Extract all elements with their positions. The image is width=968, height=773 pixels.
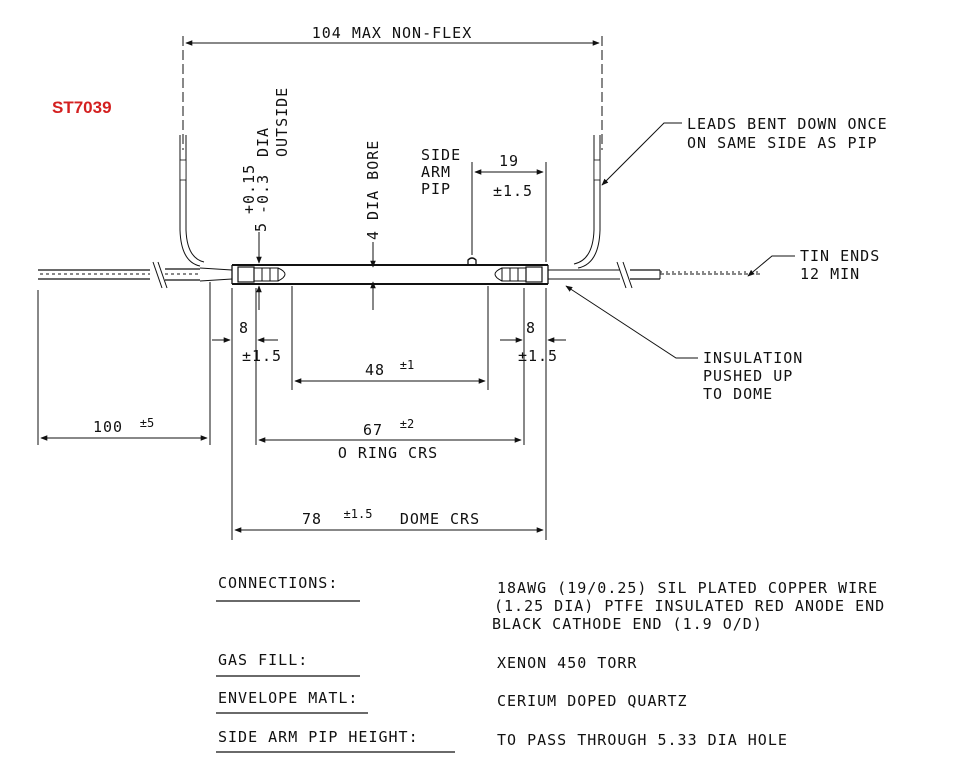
spec-label: SIDE ARM PIP HEIGHT: [218,728,419,746]
lead-length-value: 100 [93,418,123,436]
spec-value-line: (1.25 DIA) PTFE INSULATED RED ANODE END [494,597,885,615]
oring-tol: ±2 [400,417,414,431]
outside-dia-tol-minus: -0.3 [254,174,272,214]
left-end-dimension: 8 ±1.5 [212,319,282,365]
bore-length-dimension: 48 ±1 [294,358,486,384]
insulation-callout: INSULATION PUSHED UP TO DOME [565,285,803,403]
spec-value-line: BLACK CATHODE END (1.9 O/D) [492,615,763,633]
tin-ends-line-1: TIN ENDS [800,247,880,265]
insulation-line-1: INSULATION [703,349,803,367]
tin-ends-callout: TIN ENDS 12 MIN [747,247,880,283]
insulation-line-3: TO DOME [703,385,773,403]
dome-dimension: 78 ±1.5 DOME CRS [234,507,544,533]
outside-dia-label2: OUTSIDE [273,87,291,157]
bent-leads [179,135,601,269]
oring-value: 67 [363,421,383,439]
insulation-line-2: PUSHED UP [703,367,793,385]
spec-label: GAS FILL: [218,651,308,669]
left-end-value: 8 [239,319,249,337]
spec-value-line: CERIUM DOPED QUARTZ [497,692,688,710]
right-end-tol: ±1.5 [518,347,558,365]
spec-table: CONNECTIONS: 18AWG (19/0.25) SIL PLATED … [216,574,885,753]
outside-dia-label: DIA [254,127,272,157]
side-arm-pip-line-1: SIDE [421,146,461,164]
oring-label: O RING CRS [338,444,438,462]
bore-dimension: 4 DIA BORE [364,140,382,310]
left-end-tol: ±1.5 [242,347,282,365]
outside-dia-dimension: 5 +0.15 -0.3 DIA OUTSIDE [240,87,291,310]
spec-value-line: XENON 450 TORR [497,654,637,672]
oring-dimension: 67 ±2 O RING CRS [258,417,522,462]
tin-ends-line-2: 12 MIN [800,265,860,283]
side-arm-pip-line-2: ARM [421,163,451,181]
extension-lines [37,282,547,540]
leads-bent-line-2: ON SAME SIDE AS PIP [687,134,878,152]
spec-gas-fill: GAS FILL: XENON 450 TORR [216,651,637,677]
spec-label: CONNECTIONS: [218,574,338,592]
bore-length-tol: ±1 [400,358,414,372]
pip-tol: ±1.5 [493,182,533,200]
spec-value-line: TO PASS THROUGH 5.33 DIA HOLE [497,731,788,749]
bore-length-value: 48 [365,361,385,379]
outside-dia-value: 5 [252,222,270,232]
part-code: ST7039 [52,98,112,117]
dome-label: DOME CRS [400,510,480,528]
lead-length-tol: ±5 [140,416,154,430]
spec-pip-height: SIDE ARM PIP HEIGHT: TO PASS THROUGH 5.3… [216,728,788,753]
right-end-value: 8 [526,319,536,337]
lead-length-dimension: 100 ±5 [40,416,208,441]
dome-tol: ±1.5 [344,507,373,521]
spec-envelope: ENVELOPE MATL: CERIUM DOPED QUARTZ [216,689,688,714]
dome-value: 78 [302,510,322,528]
pip-dist: 19 [499,152,519,170]
tube-body [231,257,549,285]
non-flex-label: 104 MAX NON-FLEX [312,24,473,42]
spec-label: ENVELOPE MATL: [218,689,358,707]
spec-connections: CONNECTIONS: 18AWG (19/0.25) SIL PLATED … [216,574,885,633]
side-arm-pip-dimension: SIDE ARM PIP 19 ±1.5 [421,146,547,262]
leads-bent-callout: LEADS BENT DOWN ONCE ON SAME SIDE AS PIP [601,115,888,186]
right-end-dimension: 8 ±1.5 [500,319,566,365]
right-wire [548,261,760,289]
left-wire [38,261,233,289]
outside-dia-tol-plus: +0.15 [240,164,258,214]
leads-bent-line-1: LEADS BENT DOWN ONCE [687,115,888,133]
spec-value-line: 18AWG (19/0.25) SIL PLATED COPPER WIRE [497,579,878,597]
bore-label: 4 DIA BORE [364,140,382,240]
side-arm-pip-line-3: PIP [421,180,451,198]
non-flex-dimension: 104 MAX NON-FLEX [182,24,603,150]
